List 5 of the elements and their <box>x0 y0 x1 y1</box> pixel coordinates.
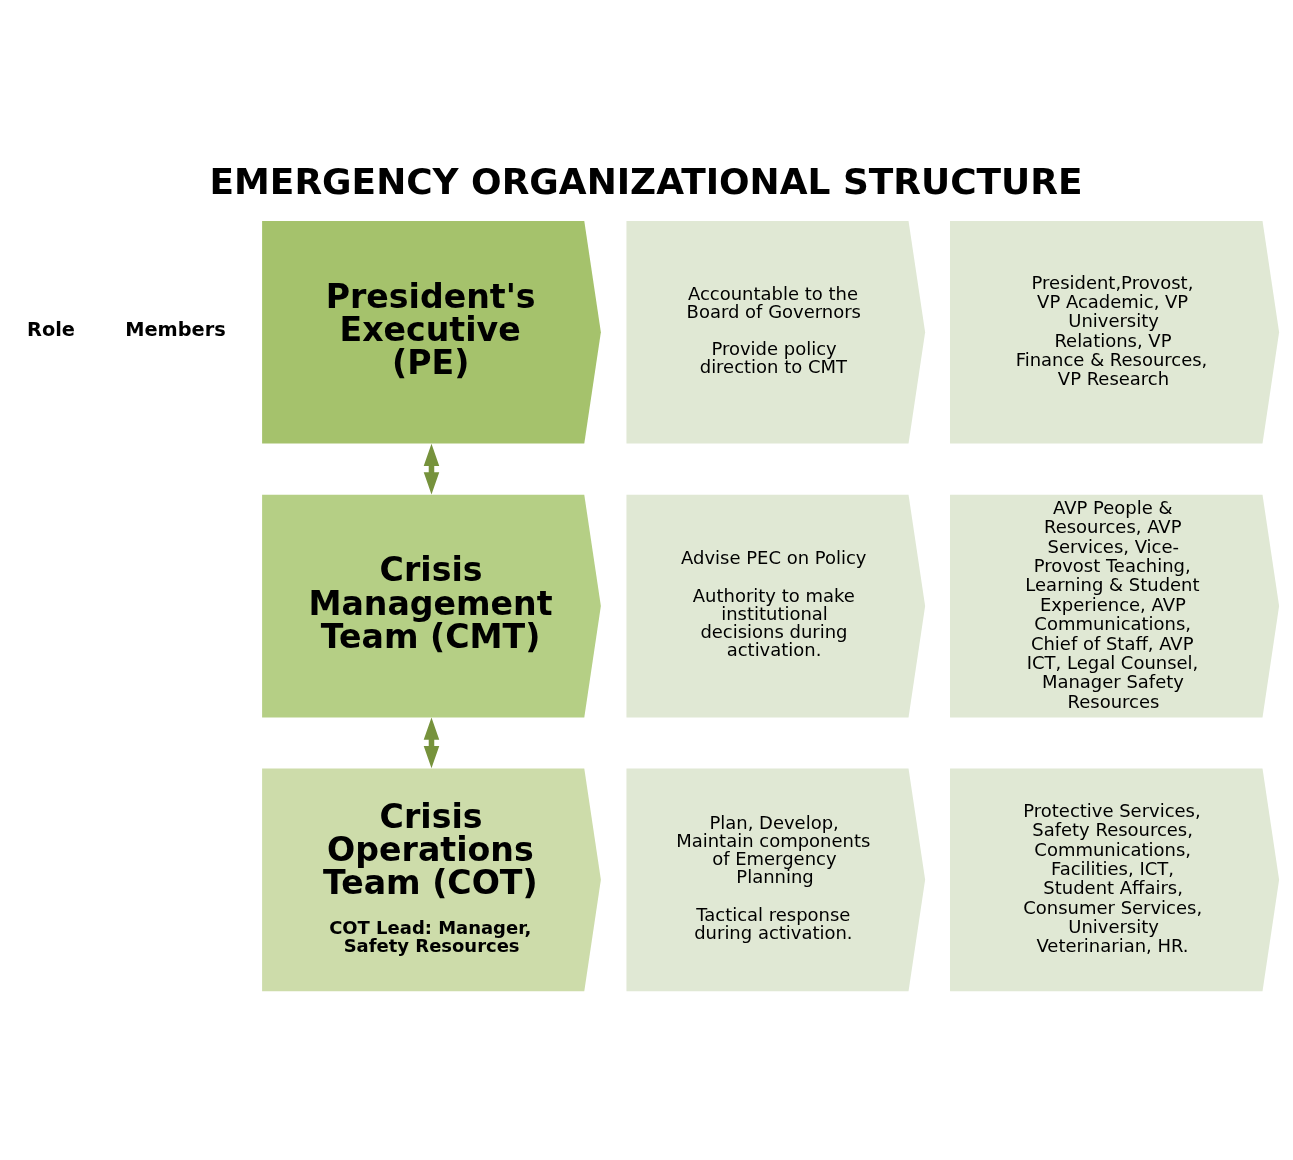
label: Role <box>27 317 75 341</box>
label: Members <box>125 317 226 341</box>
diagram-title: EMERGENCY ORGANIZATIONAL STRUCTURE <box>209 160 1083 202</box>
arrow <box>423 443 440 494</box>
arrow <box>423 717 440 768</box>
